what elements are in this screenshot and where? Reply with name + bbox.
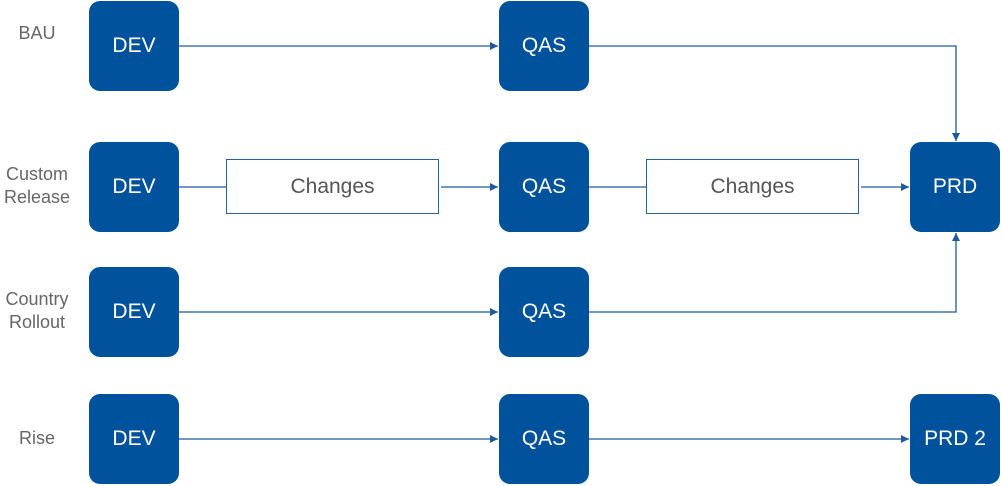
node-prd: PRD [910,142,1000,232]
changes-box-1: Changes [226,159,439,214]
connector-bau-qas-prd [589,45,960,141]
row-label-country-rollout: Country Rollout [5,289,69,332]
node-prd-2: PRD 2 [910,394,1000,484]
node-custom-dev: DEV [89,142,179,232]
node-custom-qas: QAS [499,142,589,232]
node-country-qas: QAS [499,267,589,357]
row-label-bau: BAU [18,23,56,43]
node-bau-qas: QAS [499,1,589,91]
node-rise-qas: QAS [499,394,589,484]
node-bau-dev: DEV [89,1,179,91]
changes-box-2: Changes [646,159,859,214]
node-rise-dev: DEV [89,394,179,484]
node-country-dev: DEV [89,267,179,357]
row-label-rise: Rise [18,428,55,448]
row-label-custom-release: Custom Release [3,164,71,207]
connector-country-qas-prd [589,233,960,313]
